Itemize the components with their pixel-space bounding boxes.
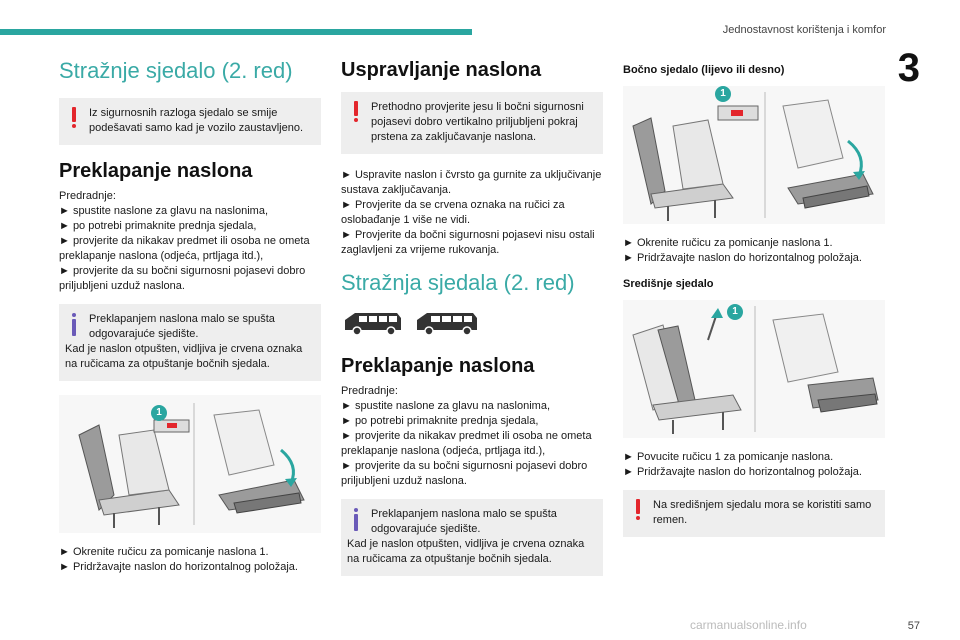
list-item: ► Uspravite naslon i čvrsto ga gurnite z…: [341, 169, 602, 196]
warning-text: Na središnjem sjedalu mora se koristiti …: [653, 499, 872, 526]
list-item: ► Povucite ručicu 1 za pomicanje naslona…: [623, 451, 834, 463]
warning-text: Iz sigurnosnih razloga sjedalo se smije …: [89, 107, 304, 134]
warning-note: Iz sigurnosnih razloga sjedalo se smije …: [59, 98, 321, 145]
list-item: ► Pridržavajte naslon do horizontalnog p…: [623, 252, 862, 264]
callout-badge: 1: [727, 304, 743, 320]
steps-list-side: ► Okrenite ručicu za pomicanje naslona 1…: [623, 236, 885, 266]
prereq-title: Predradnje:: [341, 385, 398, 397]
info-text-a: Preklapanjem naslona malo se spušta odgo…: [89, 313, 275, 340]
info-note: Preklapanjem naslona malo se spušta odgo…: [341, 499, 603, 576]
column-1: Stražnje sjedalo (2. red) Iz sigurnosnih…: [59, 58, 321, 575]
center-seat-illustration: 1: [623, 300, 885, 438]
warning-icon: [69, 107, 79, 129]
prerequisites-list: Predradnje: ► spustite naslone za glavu …: [59, 189, 321, 294]
warning-note: Na središnjem sjedalu mora se koristiti …: [623, 490, 885, 537]
warning-text: Prethodno provjerite jesu li bočni sigur…: [371, 101, 584, 143]
info-note: Preklapanjem naslona malo se spušta odgo…: [59, 304, 321, 381]
vehicle-icons: [341, 310, 603, 336]
list-item: ► provjerite da nikakav predmet ili osob…: [59, 235, 310, 262]
warning-note: Prethodno provjerite jesu li bočni sigur…: [341, 92, 603, 154]
callout-badge: 1: [715, 86, 731, 102]
watermark-text: carmanualsonline.info: [690, 618, 807, 632]
warning-icon: [351, 101, 361, 123]
list-item: ► Provjerite da bočni sigurnosni pojasev…: [341, 229, 595, 256]
side-seat-svg: [623, 86, 885, 224]
van-long-icon: [417, 313, 477, 336]
steps-list-center: ► Povucite ručicu 1 za pomicanje naslona…: [623, 450, 885, 480]
info-text-b: Kad je naslon otpušten, vidljiva je crve…: [65, 343, 303, 370]
list-item: ► provjerite da su bočni sigurnosni poja…: [341, 460, 588, 487]
heading-fold-backrest: Preklapanje naslona: [59, 160, 253, 182]
info-text-b: Kad je naslon otpušten, vidljiva je crve…: [347, 538, 585, 565]
subheading-side-seat: Bočno sjedalo (lijevo ili desno): [623, 64, 785, 76]
list-item: ► provjerite da nikakav predmet ili osob…: [341, 430, 592, 457]
info-icon: [351, 508, 361, 532]
info-text-a: Preklapanjem naslona malo se spušta odgo…: [371, 508, 557, 535]
page-number: 57: [907, 620, 920, 632]
list-item: ► po potrebi primaknite prednja sjedala,: [59, 220, 257, 232]
column-2: Uspravljanje naslona Prethodno provjerit…: [341, 58, 603, 590]
van-short-icon: [345, 313, 401, 336]
list-item: ► spustite naslone za glavu na naslonima…: [59, 205, 269, 217]
top-accent-bar: [0, 29, 472, 35]
prereq-title: Predradnje:: [59, 190, 116, 202]
callout-badge: 1: [151, 405, 167, 421]
heading-fold-backrest: Preklapanje naslona: [341, 355, 535, 377]
section-title: Jednostavnost korištenja i komfor: [722, 24, 886, 36]
heading-rear-seats: Stražnja sjedala (2. red): [341, 270, 575, 295]
info-icon: [69, 313, 79, 337]
seat-folding-illustration: 1: [59, 395, 321, 533]
list-item: ► provjerite da su bočni sigurnosni poja…: [59, 265, 306, 292]
list-item: ► Okrenite ručicu za pomicanje naslona 1…: [59, 546, 269, 558]
list-item: ► spustite naslone za glavu na naslonima…: [341, 400, 551, 412]
list-item: ► Okrenite ručicu za pomicanje naslona 1…: [623, 237, 833, 249]
heading-rear-seat: Stražnje sjedalo (2. red): [59, 58, 293, 83]
list-item: ► Provjerite da se crvena oznaka na ruči…: [341, 199, 565, 226]
heading-raise-backrest: Uspravljanje naslona: [341, 59, 542, 81]
warning-icon: [633, 499, 643, 521]
list-item: ► Pridržavajte naslon do horizontalnog p…: [623, 466, 862, 478]
steps-list: ► Okrenite ručicu za pomicanje naslona 1…: [59, 545, 321, 575]
chapter-number: 3: [897, 46, 920, 90]
subheading-center-seat: Središnje sjedalo: [623, 278, 714, 290]
center-seat-svg: [623, 300, 885, 438]
list-item: ► po potrebi primaknite prednja sjedala,: [341, 415, 539, 427]
list-item: ► Pridržavajte naslon do horizontalnog p…: [59, 561, 298, 573]
side-seat-illustration: 1: [623, 86, 885, 224]
seat-illustration-svg: [59, 395, 321, 533]
column-3: Bočno sjedalo (lijevo ili desno) 1 ► Okr…: [623, 58, 885, 551]
prerequisites-list: Predradnje: ► spustite naslone za glavu …: [341, 384, 603, 489]
steps-list: ► Uspravite naslon i čvrsto ga gurnite z…: [341, 168, 603, 258]
